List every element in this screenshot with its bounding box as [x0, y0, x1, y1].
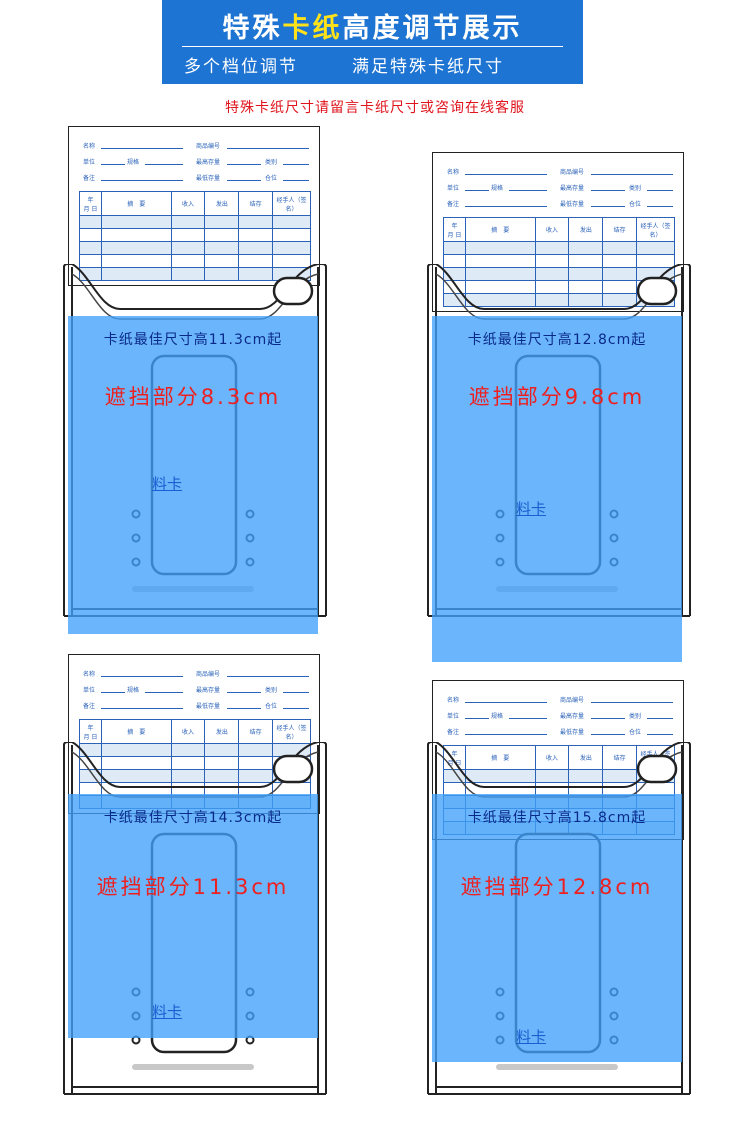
banner-title-suffix: 高度调节展示: [342, 13, 523, 44]
covered-area-overlay: [432, 316, 682, 662]
field-location-label: 仓位: [629, 201, 642, 208]
ledger-table: 年月 日 摘 要 收入 发出 结存 经手人（签名）: [79, 191, 311, 281]
best-size-label: 卡纸最佳尺寸高15.8cm起: [467, 810, 647, 826]
field-category-label: 类别: [265, 687, 278, 694]
card-label: 料卡: [516, 1028, 547, 1046]
field-min-stock-label: 最低存量: [560, 729, 585, 736]
covered-length-label: 遮挡部分12.8cm: [460, 875, 654, 899]
covered-area-overlay: [432, 794, 682, 1062]
field-location-label: 仓位: [265, 703, 278, 710]
covered-length-label: 遮挡部分9.8cm: [468, 385, 646, 409]
field-remark-label: 备注: [83, 175, 96, 182]
field-unit-label: 单位: [83, 687, 96, 694]
covered-area-overlay: [68, 794, 318, 1038]
banner-title-prefix: 特殊: [222, 13, 283, 44]
field-code-label: 商品编号: [196, 143, 221, 150]
field-category-label: 类别: [265, 159, 278, 166]
holder-panel-3: 名称 商品编号 单位 规格 最高存量 类别 备注 最低存量 仓位 年月 日: [60, 628, 330, 1128]
field-remark-label: 备注: [447, 729, 460, 736]
field-remark-label: 备注: [447, 201, 460, 208]
field-name-label: 名称: [447, 169, 460, 176]
field-max-stock-label: 最高存量: [196, 159, 221, 166]
banner-title-highlight: 卡纸: [282, 13, 343, 44]
field-unit-label: 单位: [447, 185, 460, 192]
banner-subtitle-right: 满足特殊卡纸尺寸: [352, 57, 504, 77]
holder-panel-1: 名称 商品编号 单位 规格 最高存量 类别 备注 最低存量 仓位 年月 日: [60, 126, 330, 634]
paper-card: 名称 商品编号 单位 规格 最高存量 类别 备注 最低存量 仓位 年月 日: [68, 126, 320, 286]
field-name-label: 名称: [83, 143, 96, 150]
covered-length-label: 遮挡部分11.3cm: [96, 875, 290, 899]
field-name-label: 名称: [83, 671, 96, 678]
field-code-label: 商品编号: [560, 697, 585, 704]
field-max-stock-label: 最高存量: [560, 185, 585, 192]
field-code-label: 商品编号: [560, 169, 585, 176]
holder-panel-4: 名称 商品编号 单位 规格 最高存量 类别 备注 最低存量 仓位 年月 日: [424, 628, 694, 1128]
field-category-label: 类别: [629, 185, 642, 192]
covered-area-overlay: [68, 316, 318, 634]
field-name-label: 名称: [447, 697, 460, 704]
card-label: 料卡: [152, 475, 183, 493]
field-category-label: 类别: [629, 713, 642, 720]
field-min-stock-label: 最低存量: [560, 201, 585, 208]
covered-length-label: 遮挡部分8.3cm: [104, 385, 282, 409]
field-location-label: 仓位: [265, 175, 278, 182]
field-code-label: 商品编号: [196, 671, 221, 678]
field-min-stock-label: 最低存量: [196, 703, 221, 710]
banner-divider: [182, 46, 563, 47]
banner-title: 特殊卡纸高度调节展示: [162, 6, 583, 45]
field-spec-label: 规格: [491, 713, 504, 720]
card-label: 料卡: [516, 500, 547, 518]
card-label: 料卡: [152, 1003, 183, 1021]
paper-card: 名称 商品编号 单位 规格 最高存量 类别 备注 最低存量 仓位 年月 日: [432, 152, 684, 312]
field-spec-label: 规格: [127, 687, 140, 694]
field-min-stock-label: 最低存量: [196, 175, 221, 182]
best-size-label: 卡纸最佳尺寸高12.8cm起: [467, 332, 647, 348]
banner-subtitle-left: 多个档位调节: [184, 57, 298, 77]
field-location-label: 仓位: [629, 729, 642, 736]
field-max-stock-label: 最高存量: [196, 687, 221, 694]
best-size-label: 卡纸最佳尺寸高14.3cm起: [103, 810, 283, 826]
field-max-stock-label: 最高存量: [560, 713, 585, 720]
field-remark-label: 备注: [83, 703, 96, 710]
field-unit-label: 单位: [83, 159, 96, 166]
custom-size-notice: 特殊卡纸尺寸请留言卡纸尺寸或咨询在线客服: [225, 100, 525, 116]
holder-panel-2: 名称 商品编号 单位 规格 最高存量 类别 备注 最低存量 仓位 年月 日: [424, 126, 694, 662]
field-spec-label: 规格: [127, 159, 140, 166]
title-banner: 特殊卡纸高度调节展示 多个档位调节 满足特殊卡纸尺寸: [162, 0, 583, 84]
field-unit-label: 单位: [447, 713, 460, 720]
best-size-label: 卡纸最佳尺寸高11.3cm起: [103, 332, 283, 348]
field-spec-label: 规格: [491, 185, 504, 192]
